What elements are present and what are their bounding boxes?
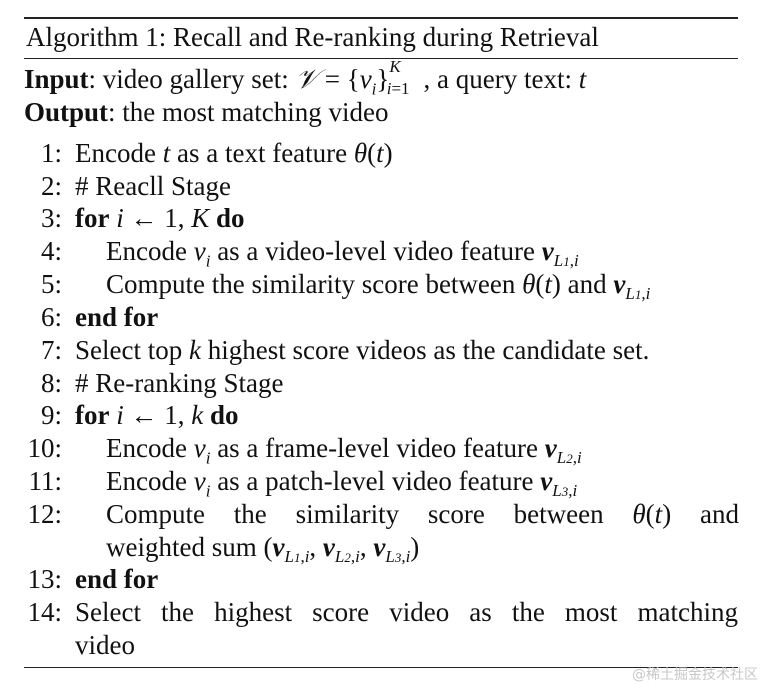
bottom-rule (24, 667, 738, 668)
line-text: Encode vi as a video-level video feature… (106, 236, 579, 271)
line-number: 4: (40, 236, 62, 266)
output-label: Output (24, 97, 109, 127)
algo-line-6: 6: end for (0, 302, 764, 335)
line-text: Encode t as a text feature θ(t) (75, 138, 393, 168)
line-number: 7: (40, 335, 62, 365)
line-text: video (75, 630, 135, 660)
line-number: 2: (40, 171, 62, 201)
line-number: 10: (27, 433, 62, 463)
algo-line-3: 3: for i ← 1, K do (0, 203, 764, 236)
algo-line-13: 13: end for (0, 564, 764, 597)
line-text: end for (75, 302, 159, 332)
line-number: 1: (40, 138, 62, 168)
line-text: # Reacll Stage (75, 171, 231, 201)
line-text: end for (75, 564, 159, 594)
watermark: @稀土掘金技术社区 (632, 667, 758, 683)
line-text: Encode vi as a frame-level video feature… (106, 433, 582, 468)
line-text: for i ← 1, k do (75, 400, 239, 430)
line-number: 6: (40, 302, 62, 332)
input-text-2: , a query text: (423, 64, 579, 94)
top-rule (24, 17, 738, 19)
line-number: 8: (40, 368, 62, 398)
algo-line-14-cont: video (0, 630, 764, 663)
line-text: Select top k highest score videos as the… (75, 335, 650, 365)
algo-line-11: 11: Encode vi as a patch-level video fea… (0, 466, 764, 499)
line-text: # Re-ranking Stage (75, 368, 284, 398)
line-number: 14: (27, 597, 62, 627)
algo-line-10: 10: Encode vi as a frame-level video fea… (0, 433, 764, 466)
line-text: Encode vi as a patch-level video feature… (106, 466, 578, 501)
query-math: t (578, 64, 587, 94)
algo-line-7: 7: Select top k highest score videos as … (0, 335, 764, 368)
input-label: Input (24, 64, 89, 94)
line-number: 9: (40, 400, 62, 430)
input-line: Input: video gallery set: 𝒱 = {vi}Ki=1 , … (24, 57, 587, 99)
algo-line-1: 1: Encode t as a text feature θ(t) (0, 138, 764, 171)
line-number: 11: (28, 466, 63, 496)
line-number: 3: (40, 203, 62, 233)
input-text-1: : video gallery set: (88, 64, 296, 94)
algo-line-12-cont: weighted sum (vL1,i, vL2,i, vL3,i) (0, 532, 764, 565)
line-text: Compute the similarity score between θ(t… (106, 269, 651, 304)
output-text: : the most matching video (108, 97, 389, 127)
algo-line-5: 5: Compute the similarity score between … (0, 269, 764, 302)
line-number: 5: (40, 269, 62, 299)
algorithm-title: Algorithm 1: Recall and Re-ranking durin… (26, 22, 599, 52)
line-number: 12: (27, 499, 62, 529)
algo-line-8: 8: # Re-ranking Stage (0, 368, 764, 401)
line-text: weighted sum (vL1,i, vL2,i, vL3,i) (106, 532, 420, 567)
algo-line-2: 2: # Reacll Stage (0, 171, 764, 204)
line-number: 13: (27, 564, 62, 594)
algo-line-9: 9: for i ← 1, k do (0, 400, 764, 433)
output-line: Output: the most matching video (24, 97, 389, 128)
title-rule (24, 58, 738, 59)
algo-line-4: 4: Encode vi as a video-level video feat… (0, 236, 764, 269)
gallery-set-math: 𝒱 = {vi}Ki=1 (295, 57, 410, 99)
line-text: for i ← 1, K do (75, 203, 245, 233)
